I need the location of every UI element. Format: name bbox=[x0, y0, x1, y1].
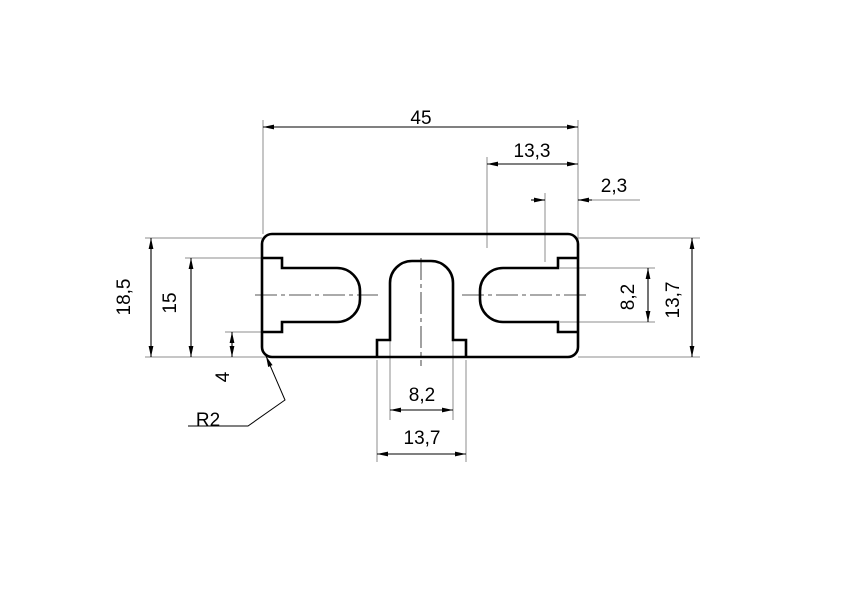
dim-label-15: 15 bbox=[160, 292, 181, 313]
dimension-lines bbox=[148, 124, 695, 457]
dim-label-2-3: 2,3 bbox=[601, 176, 627, 197]
leader-r2 bbox=[188, 355, 286, 427]
dim-label-13-7-right: 13,7 bbox=[663, 282, 684, 319]
outer-boundary bbox=[260, 232, 580, 359]
dim-label-4: 4 bbox=[213, 371, 234, 382]
dim-label-8-2-bottom: 8,2 bbox=[409, 385, 435, 406]
right-slot-cavity bbox=[478, 256, 578, 334]
dim-label-r2: R2 bbox=[196, 410, 220, 431]
dim-label-13-3: 13,3 bbox=[514, 141, 551, 162]
dim-label-13-7-bottom: 13,7 bbox=[404, 428, 441, 449]
dim-label-8-2-right: 8,2 bbox=[618, 284, 639, 310]
center-slot-cavity bbox=[375, 259, 468, 357]
centerlines bbox=[255, 258, 588, 366]
dimension-texts: 45 13,3 2,3 18,5 15 4 R2 8,2 13,7 8,2 13… bbox=[114, 108, 684, 449]
left-slot-cavity bbox=[262, 256, 362, 334]
extension-lines bbox=[145, 120, 700, 462]
dim-label-45: 45 bbox=[410, 108, 431, 129]
dim-label-18-5: 18,5 bbox=[114, 279, 135, 316]
profile-outline bbox=[260, 232, 580, 359]
